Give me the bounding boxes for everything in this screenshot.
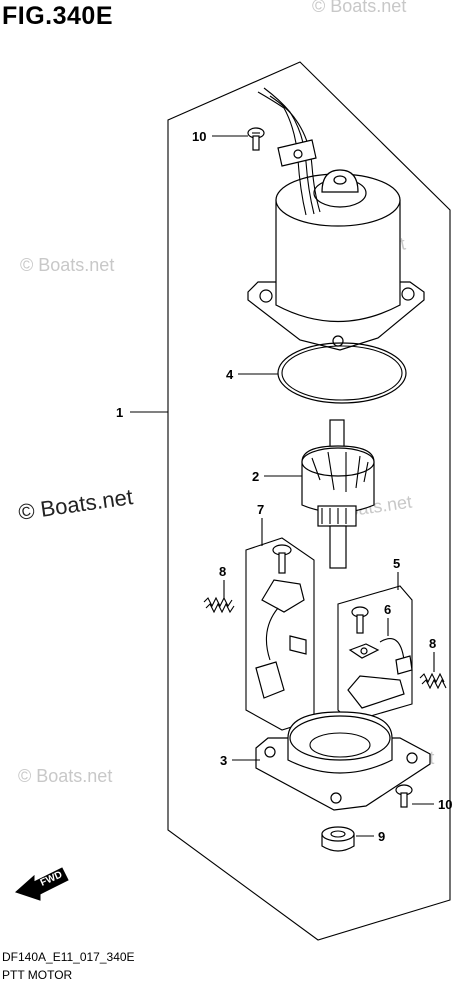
callout-6: 6: [384, 602, 391, 617]
callout-4: 4: [226, 367, 234, 382]
motor-housing: [247, 169, 425, 351]
brush-holder-left: [255, 544, 307, 699]
callout-10-bottom: 10: [438, 797, 452, 812]
callout-1: 1: [116, 405, 123, 420]
callout-8-right: 8: [429, 636, 436, 651]
watermark-top: © Boats.net: [312, 0, 407, 16]
armature: [301, 419, 375, 569]
watermark-left-lower: © Boats.net: [18, 766, 113, 786]
assembly-frame: [167, 61, 451, 941]
leader-lines: [130, 135, 435, 837]
brush-holder-right: [347, 606, 413, 709]
motor-wires: [257, 87, 321, 216]
end-cap: [255, 711, 431, 811]
bushing: [321, 826, 355, 852]
screw-top: [247, 127, 265, 151]
callout-9: 9: [378, 829, 385, 844]
brush-group-frame-right: [337, 585, 413, 723]
spring-right: [419, 672, 447, 690]
o-ring: [277, 342, 407, 404]
figure-title: FIG.340E: [2, 2, 113, 30]
callout-10-top: 10: [192, 129, 206, 144]
callout-8-left: 8: [219, 564, 226, 579]
figure-name: PTT MOTOR: [2, 968, 73, 982]
callout-3: 3: [220, 753, 227, 768]
screw-bottom: [395, 784, 413, 808]
callout-7: 7: [257, 502, 264, 517]
spring-left: [203, 596, 235, 614]
fwd-arrow: FWD: [15, 867, 69, 901]
figure-code: DF140A_E11_017_340E: [2, 950, 135, 964]
callout-5: 5: [393, 556, 400, 571]
callout-2: 2: [252, 469, 259, 484]
watermark-left: © Boats.net: [20, 255, 115, 275]
